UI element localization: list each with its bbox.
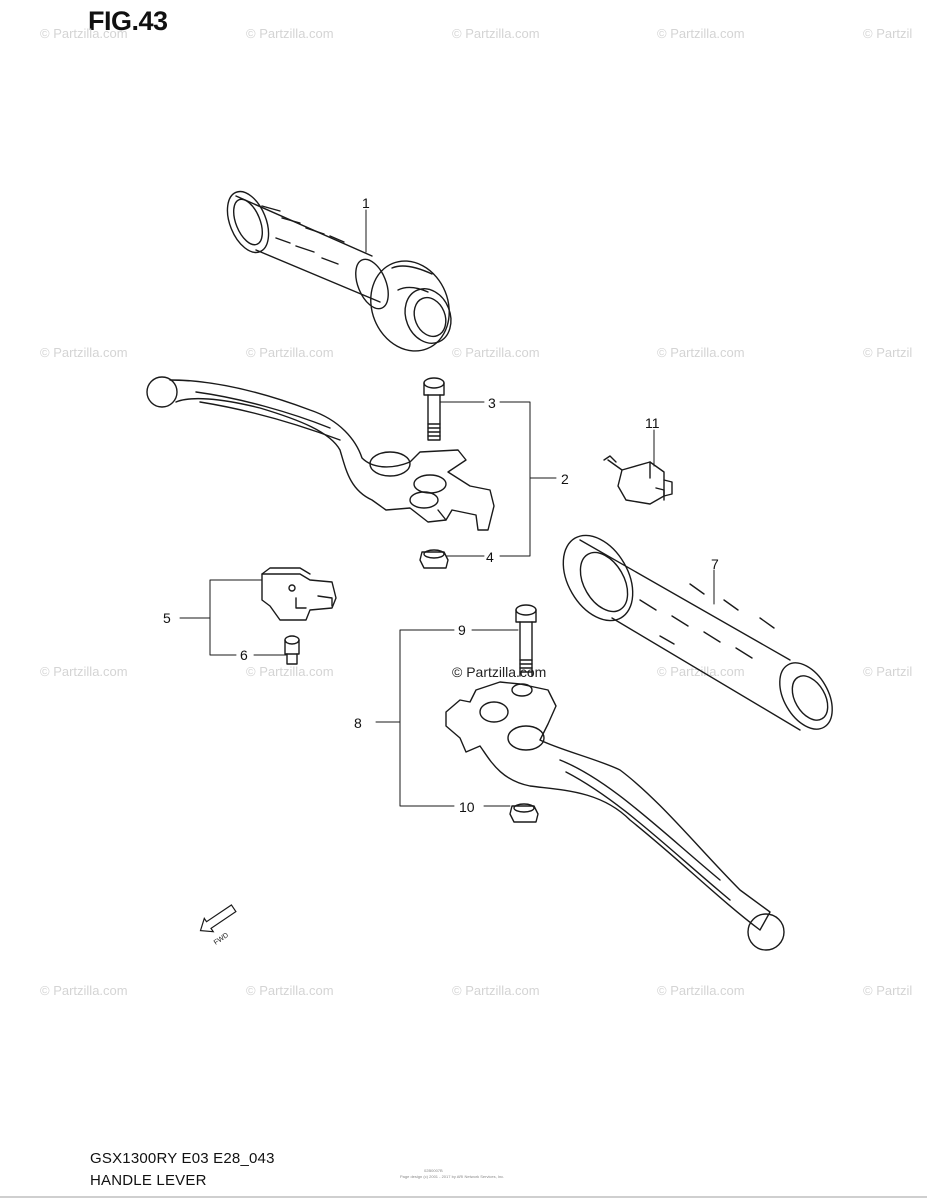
clutch-lever-part-8	[445, 681, 785, 951]
watermark: © Partzilla.com	[452, 983, 540, 998]
tiny-copyright-note: Page design (c) 2001 - 2017 by ARI Netwo…	[400, 1174, 505, 1179]
forward-arrow-label: FWD	[213, 932, 230, 947]
callout-10: 10	[459, 799, 475, 815]
callout-6: 6	[240, 647, 248, 663]
watermark: © Partzilla.com	[40, 983, 128, 998]
nut-part-10	[509, 803, 539, 823]
callout-11: 11	[645, 415, 660, 431]
callout-3: 3	[488, 395, 496, 411]
watermark: © Partzilla.com	[40, 664, 128, 679]
callout-1: 1	[362, 195, 370, 211]
watermark: © Partzilla.com	[246, 26, 334, 41]
watermark: © Partzilla.com	[452, 345, 540, 360]
watermark: © Partzil	[863, 345, 913, 360]
figure-title: FIG.43	[88, 6, 168, 36]
right-grip-part-7	[562, 534, 833, 731]
watermark: © Partzilla.com	[40, 26, 128, 41]
watermark: © Partzilla.com	[246, 345, 334, 360]
watermark: © Partzilla.com	[246, 664, 334, 679]
tiny-code: 02B0007B	[424, 1168, 443, 1173]
front-brake-switch-part-5	[261, 567, 337, 621]
bottom-rule	[0, 1196, 927, 1198]
watermark: © Partzilla.com	[452, 26, 540, 41]
footer-figure-title: HANDLE LEVER	[90, 1172, 207, 1189]
brake-lever-part-2	[146, 376, 495, 531]
watermark: © Partzil	[863, 983, 913, 998]
screw-part-6	[284, 635, 300, 665]
watermark: © Partzil	[863, 26, 913, 41]
left-grip-part-1	[226, 190, 452, 352]
callout-4: 4	[486, 549, 494, 565]
callout-9: 9	[458, 622, 466, 638]
callout-7: 7	[711, 556, 719, 572]
watermark: © Partzilla.com	[40, 345, 128, 360]
callout-2: 2	[561, 471, 569, 487]
nut-part-4	[419, 549, 449, 569]
watermark: © Partzilla.com	[246, 983, 334, 998]
rear-brake-switch-part-11	[603, 455, 673, 505]
watermark: © Partzilla.com	[657, 983, 745, 998]
forward-arrow-icon	[199, 904, 237, 933]
watermark: © Partzil	[863, 664, 913, 679]
footer-model-code: GSX1300RY E03 E28_043	[90, 1150, 275, 1167]
callout-8: 8	[354, 715, 362, 731]
watermark: © Partzilla.com	[657, 345, 745, 360]
callout-leaders	[179, 209, 715, 807]
pivot-bolt-part-9	[515, 604, 537, 677]
pivot-bolt-part-3	[423, 377, 445, 441]
watermark: © Partzilla.com	[657, 26, 745, 41]
callout-5: 5	[163, 610, 171, 626]
